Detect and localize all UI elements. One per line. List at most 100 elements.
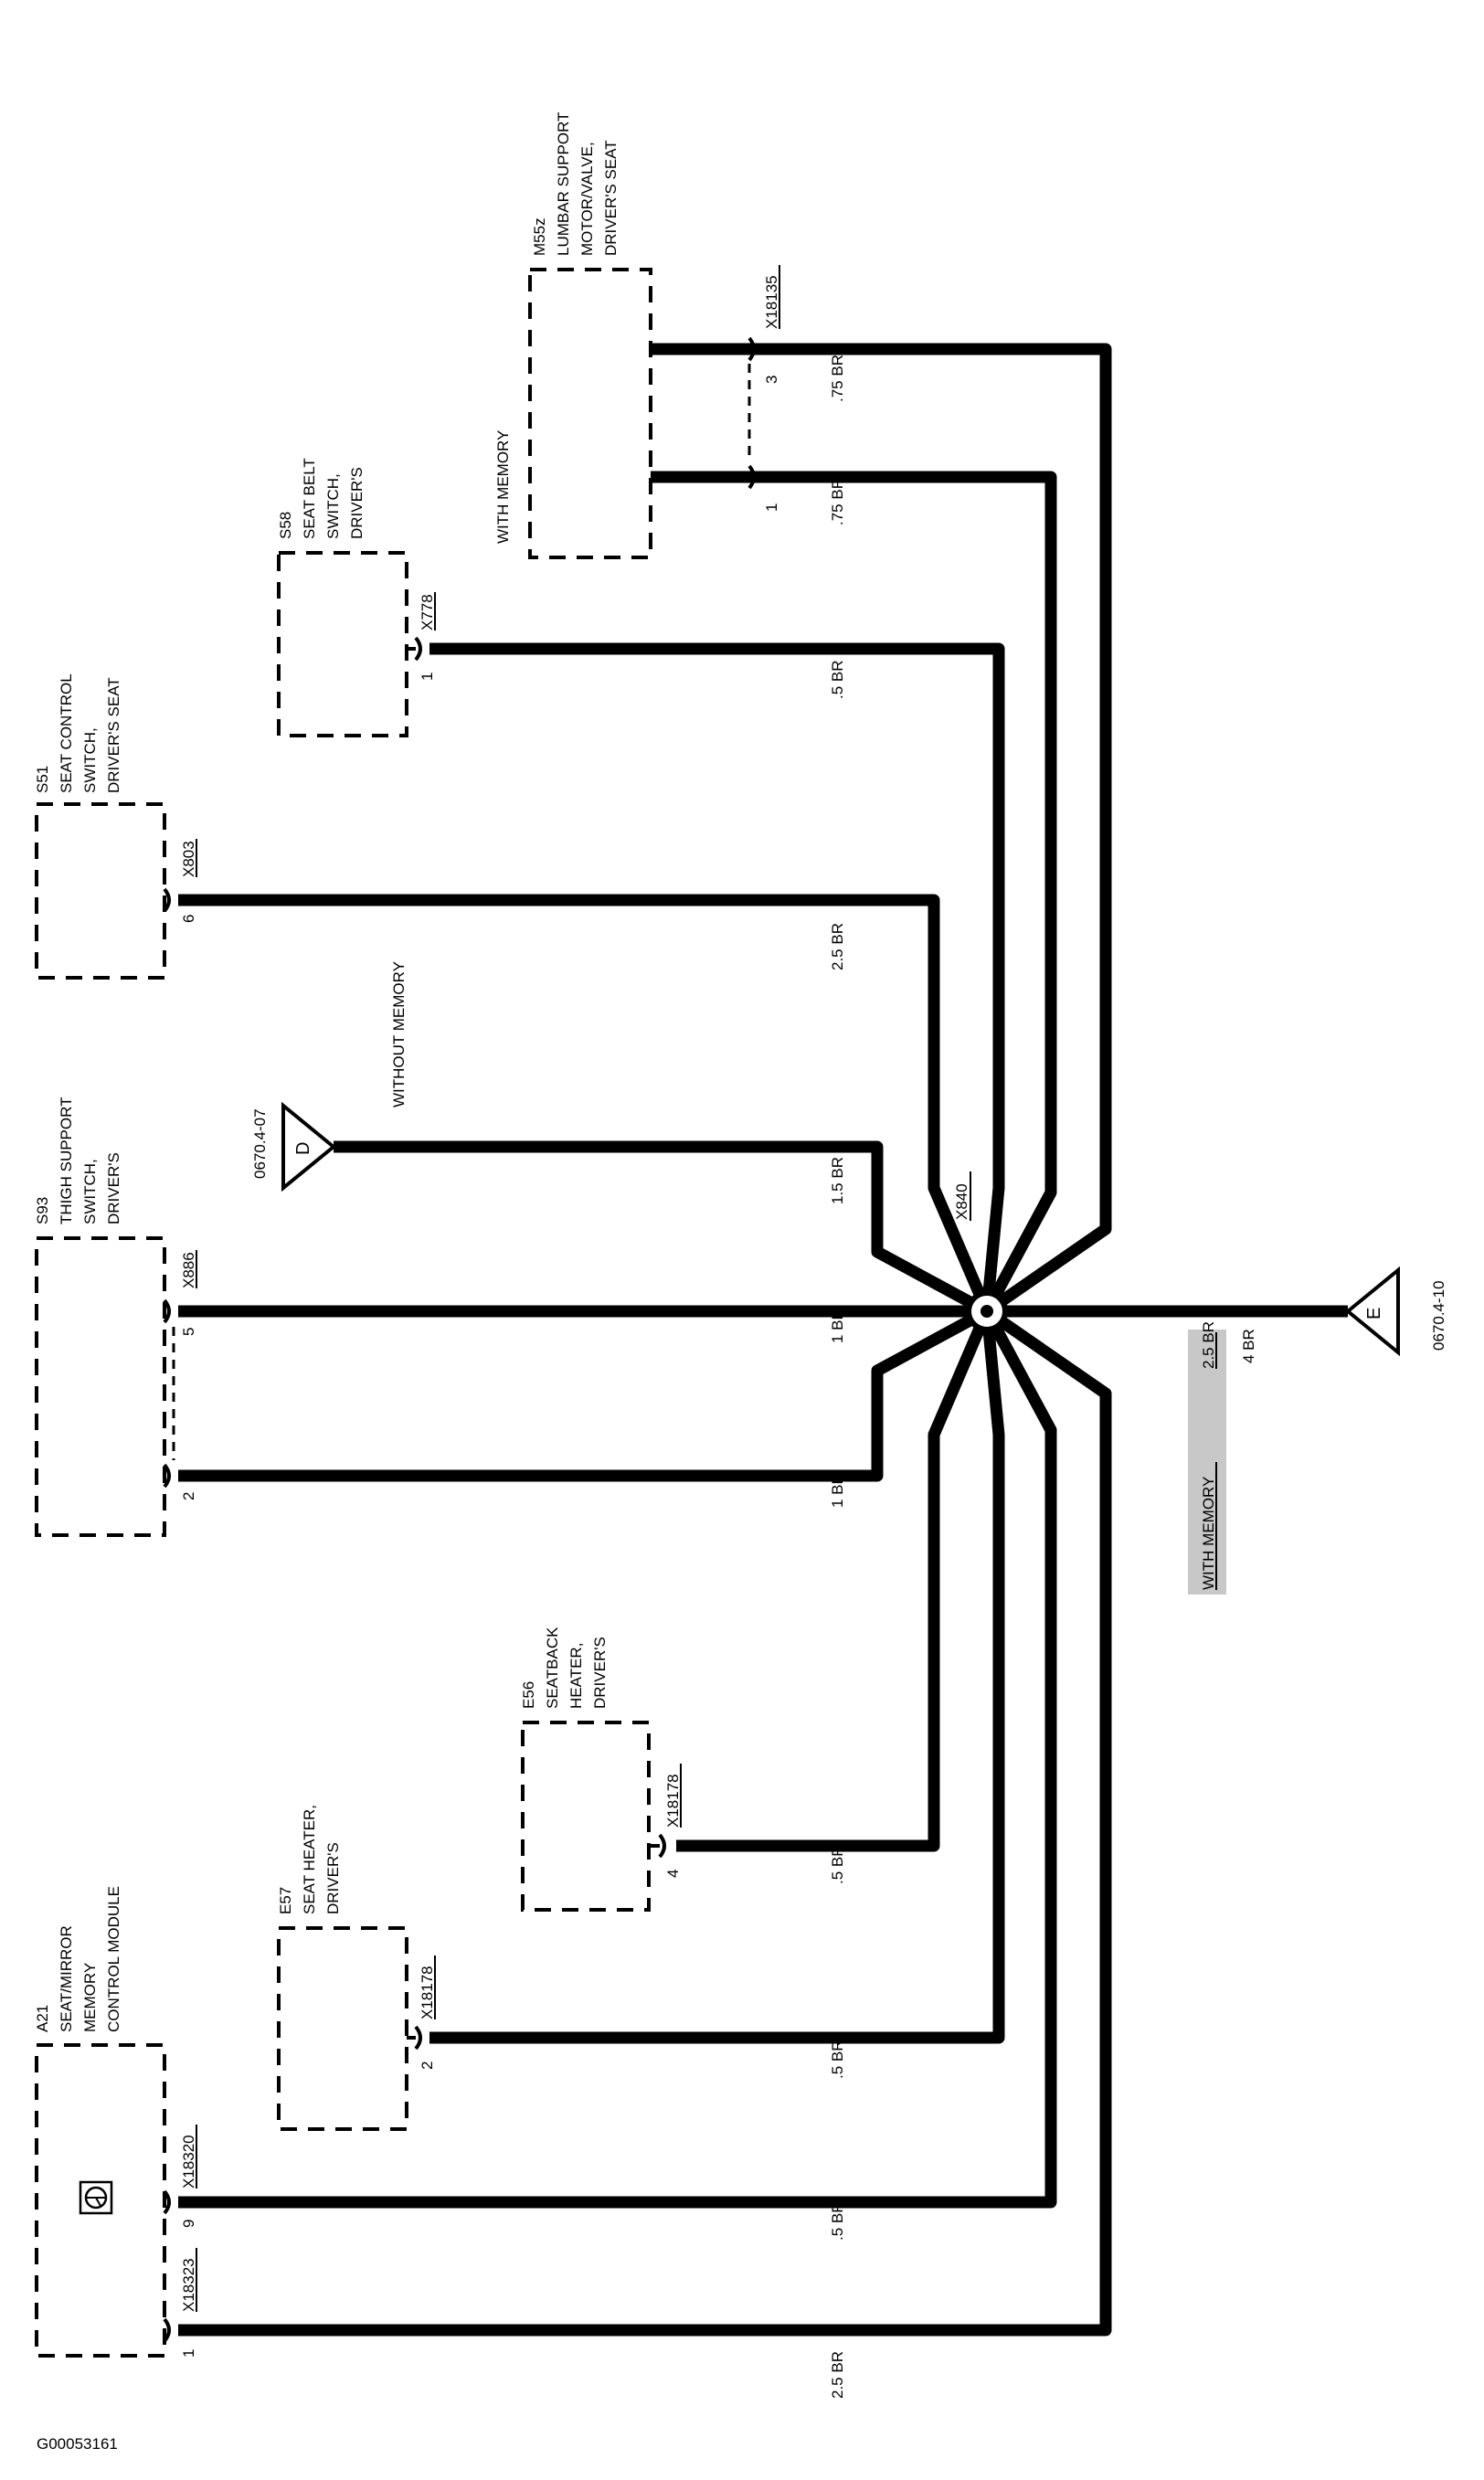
- a21-wire1-label: 2.5 BR: [829, 2351, 846, 2399]
- wires: [178, 343, 1348, 2337]
- m55z-line1: LUMBAR SUPPORT: [555, 112, 572, 256]
- control-module-icon: [79, 2180, 113, 2215]
- component-s51: S51 SEAT CONTROL SWITCH, DRIVER'S SEAT X…: [34, 673, 846, 980]
- connector-x18323: [163, 2317, 171, 2343]
- s93-wire2-label: 1 BR: [829, 1473, 846, 1508]
- component-s58: S58 SEAT BELT SWITCH, DRIVER'S X778 1 .5…: [277, 458, 846, 737]
- m55z-wire3-label: .75 BR: [829, 355, 846, 402]
- connector-x886-pin5: [163, 1298, 171, 1324]
- e56-line1: SEATBACK: [544, 1627, 561, 1709]
- m55z-code: M55z: [531, 217, 548, 256]
- x803-label: X803: [180, 841, 197, 877]
- x18323-pin: 1: [180, 2349, 197, 2358]
- m55z-note: WITH MEMORY: [494, 430, 512, 544]
- s93-wire5-label: 1 BR: [829, 1309, 846, 1343]
- wire-e57: [429, 1310, 1005, 2044]
- s93-code: S93: [34, 1197, 51, 1224]
- x18178-label-e57: X18178: [419, 1966, 436, 2019]
- connector-x803: [163, 887, 171, 913]
- x886-label: X886: [180, 1252, 197, 1288]
- a21-wire9-label: .5 BR: [829, 2201, 846, 2241]
- x886-pin2: 2: [180, 1492, 197, 1500]
- a21-line1: SEAT/MIRROR: [58, 1925, 75, 2032]
- wire-a21-pin9: [178, 1308, 1057, 2209]
- connector-x18135-pin3: [747, 336, 756, 362]
- a21-line3: CONTROL MODULE: [105, 1886, 122, 2032]
- a21-line2: MEMORY: [81, 1963, 99, 2032]
- component-e56: E56 SEATBACK HEATER, DRIVER'S X18178 4 .…: [520, 1627, 846, 1912]
- x18135-pin1: 1: [763, 503, 780, 512]
- wire-m55z-pin1: [651, 471, 1057, 1315]
- connector-x886-pin2: [163, 1463, 171, 1489]
- splice-label: X840: [953, 1183, 970, 1220]
- wire-s51: [178, 894, 992, 1314]
- ref-d-page: 0670.4-07: [251, 1108, 269, 1179]
- s58-code: S58: [277, 512, 294, 539]
- ref-e-page: 0670.4-10: [1430, 1280, 1447, 1351]
- x18135-pin3: 3: [763, 376, 780, 384]
- e56-line3: DRIVER'S: [591, 1637, 609, 1709]
- figure-id: G00053161: [37, 2435, 118, 2453]
- s58-wire-label: .5 BR: [829, 660, 846, 699]
- e56-line2: HEATER,: [567, 1643, 585, 1709]
- a21-code: A21: [34, 2005, 51, 2032]
- component-e57: E57 SEAT HEATER, DRIVER'S X18178 2 .5 BR: [277, 1805, 846, 2131]
- m55z-line2: MOTOR/VALVE,: [578, 142, 596, 256]
- e56-code: E56: [520, 1681, 537, 1709]
- x18320-label: X18320: [180, 2135, 197, 2189]
- s93-line3: DRIVER'S: [105, 1152, 122, 1224]
- s51-code: S51: [34, 766, 51, 793]
- x778-label: X778: [419, 594, 436, 631]
- ref-d-wire-label: 1.5 BR: [829, 1157, 846, 1204]
- connector-x18135-pin1: [747, 464, 756, 490]
- x18178-pin2: 2: [419, 2061, 436, 2070]
- x18178-pin4: 4: [664, 1870, 682, 1878]
- m55z-wire1-label: .75 BR: [829, 478, 846, 525]
- s51-wire-label: 2.5 BR: [829, 923, 846, 970]
- e56-wire-label: .5 BR: [829, 1845, 846, 1884]
- ref-d-letter: D: [293, 1142, 313, 1155]
- s58-line2: SWITCH,: [324, 473, 342, 539]
- s51-line3: DRIVER'S SEAT: [105, 677, 122, 793]
- ref-e-note: WITH MEMORY: [1200, 1477, 1217, 1590]
- wire-s93-pin2: [178, 1306, 991, 1482]
- x18178-label-e56: X18178: [664, 1774, 682, 1828]
- wire-ref-d: [334, 1140, 991, 1317]
- ref-d-note: WITHOUT MEMORY: [390, 961, 408, 1108]
- s93-line2: SWITCH,: [81, 1159, 99, 1224]
- x778-pin: 1: [419, 673, 436, 681]
- x18135-label: X18135: [763, 275, 780, 329]
- s58-line1: SEAT BELT: [301, 458, 318, 539]
- x18320-pin: 9: [180, 2220, 197, 2228]
- s58-line3: DRIVER'S: [348, 467, 366, 539]
- e57-code: E57: [277, 1887, 294, 1914]
- connector-x18320: [163, 2189, 171, 2215]
- s93-line1: THIGH SUPPORT: [58, 1097, 75, 1224]
- ref-e-wire: 4 BR: [1240, 1329, 1257, 1363]
- connector-x18178-pin4: [658, 1833, 666, 1859]
- connector-x18178-pin2: [414, 2025, 422, 2051]
- x803-pin: 6: [180, 915, 197, 923]
- m55z-line3: DRIVER'S SEAT: [602, 140, 620, 256]
- wire-a21-pin1: [178, 1306, 1112, 2337]
- wire-s58: [429, 642, 1005, 1312]
- ref-d: D 0670.4-07 WITHOUT MEMORY 1.5 BR: [251, 961, 846, 1204]
- component-s93: S93 THIGH SUPPORT SWITCH, DRIVER'S X886 …: [34, 1097, 846, 1537]
- ref-e-letter: E: [1364, 1308, 1384, 1319]
- connector-x778: [414, 636, 422, 662]
- wire-e56: [676, 1309, 992, 1852]
- component-a21: A21 SEAT/MIRROR MEMORY CONTROL MODULE X1…: [34, 1886, 846, 2399]
- s51-line2: SWITCH,: [81, 727, 99, 793]
- e57-line1: SEAT HEATER,: [301, 1805, 318, 1914]
- ref-e-wire-memory: 2.5 BR: [1200, 1321, 1217, 1369]
- with-memory-highlight: [1188, 1330, 1226, 1595]
- splice-x840: X840: [953, 1171, 1008, 1332]
- e57-line2: DRIVER'S: [324, 1842, 342, 1914]
- ref-e: E 0670.4-10 WITH MEMORY 2.5 BR 4 BR: [1188, 1266, 1447, 1595]
- e57-wire-label: .5 BR: [829, 2040, 846, 2079]
- s51-line1: SEAT CONTROL: [58, 673, 75, 793]
- component-m55z: WITH MEMORY M55z LUMBAR SUPPORT MOTOR/VA…: [494, 112, 846, 559]
- x18323-label: X18323: [180, 2258, 197, 2312]
- wire-m55z-pin3: [651, 343, 1112, 1317]
